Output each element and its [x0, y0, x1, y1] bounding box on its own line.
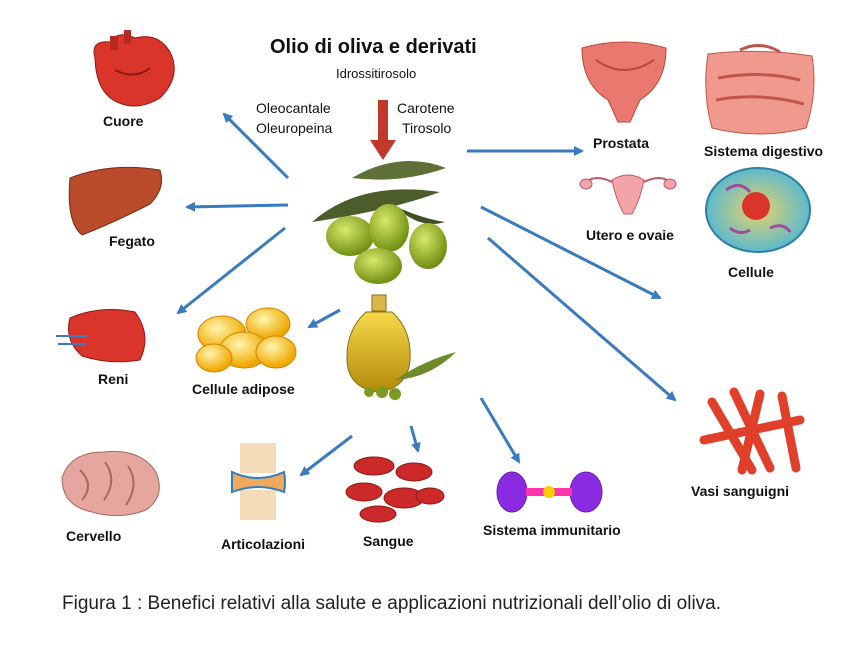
immune-cells-icon — [496, 471, 603, 513]
arrow-cellule-adipose — [307, 308, 341, 329]
label-sangue: Sangue — [363, 533, 414, 549]
diagram-title: Olio di oliva e derivati — [270, 36, 477, 58]
benefit-arrows — [176, 112, 677, 477]
heart-icon — [93, 30, 175, 107]
digestive-system-icon — [705, 44, 815, 135]
label-sistema-digestivo: Sistema digestivo — [704, 143, 824, 159]
arrow-fegato — [185, 201, 289, 212]
olives-icon — [312, 160, 447, 284]
label-sistema-immunitario: Sistema immunitario — [483, 522, 621, 538]
compound-carotene: Carotene — [397, 100, 455, 116]
blood-vessels-icon — [699, 387, 805, 475]
label-prostata: Prostata — [593, 135, 650, 151]
arrow-cellule — [480, 205, 662, 300]
arrow-reni — [176, 226, 286, 315]
arrow-sangue — [409, 425, 421, 453]
joint-icon — [231, 443, 286, 520]
label-utero-ovaie: Utero e ovaie — [586, 227, 674, 243]
compound-tirosolo: Tirosolo — [402, 120, 452, 136]
fat-cells-icon — [195, 307, 297, 373]
blood-cells-icon — [345, 456, 445, 523]
compound-oleocantale: Oleocantale — [256, 100, 331, 116]
diagram-subtitle: Idrossitirosolo — [336, 66, 417, 81]
compound-oleuropeina: Oleuropeina — [256, 120, 333, 136]
liver-icon — [68, 166, 163, 236]
uterus-icon — [579, 174, 677, 215]
label-cellule-adipose: Cellule adipose — [192, 381, 295, 397]
label-fegato: Fegato — [109, 233, 155, 249]
arrow-articolazioni — [299, 434, 353, 477]
figure-caption: Figura 1 : Benefici relativi alla salute… — [62, 593, 722, 614]
label-vasi-sanguigni: Vasi sanguigni — [691, 483, 790, 499]
label-cellule: Cellule — [728, 264, 774, 280]
arrow-vasi-sanguigni — [487, 236, 677, 402]
arrow-sistema-immunitario — [479, 397, 521, 464]
brain-icon — [61, 450, 160, 516]
oil-bottle-icon — [346, 294, 456, 400]
label-cuore: Cuore — [103, 113, 144, 129]
prostate-icon — [581, 41, 667, 123]
label-reni: Reni — [98, 371, 129, 387]
kidney-icon — [56, 309, 146, 363]
label-cervello: Cervello — [66, 528, 122, 544]
arrow-cuore — [222, 112, 290, 180]
label-articolazioni: Articolazioni — [221, 536, 306, 552]
cell-icon — [705, 167, 811, 253]
down-arrow-icon — [370, 100, 396, 160]
